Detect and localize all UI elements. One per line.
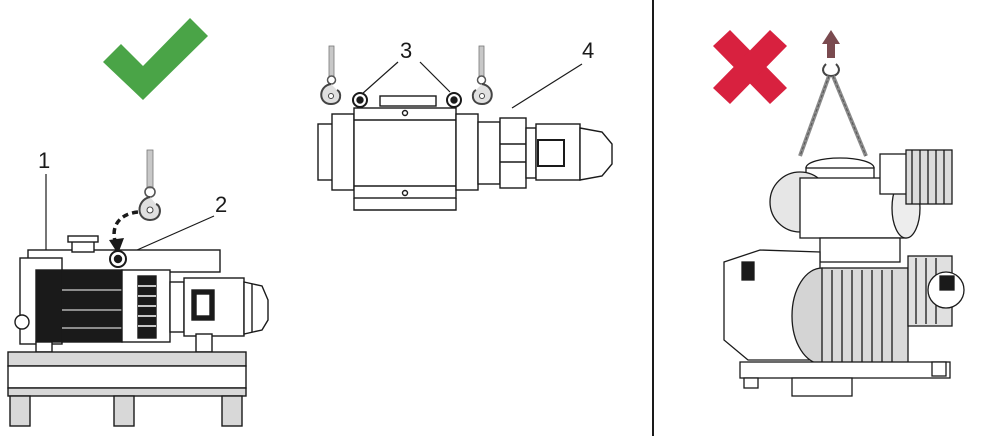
callout-4-leader — [511, 63, 583, 109]
panel-correct-lifting: 1 2 — [7, 18, 269, 427]
booster-illustration — [317, 92, 613, 211]
callout-1-label: 1 — [38, 148, 50, 173]
crane-hook-icon — [471, 45, 493, 106]
crane-hook-icon — [138, 149, 161, 222]
callout-3-label: 3 — [400, 38, 412, 63]
base-pump-illustration — [723, 249, 965, 397]
panel-incorrect-lifting — [713, 30, 965, 397]
lifting-chains — [798, 63, 868, 157]
arrow-up-icon — [822, 30, 840, 58]
callout-2-leader — [127, 215, 215, 255]
booster-on-top-illustration — [769, 149, 953, 263]
cross-mark-icon — [713, 30, 787, 104]
pallet-illustration — [7, 351, 247, 427]
callout-4-label: 4 — [582, 38, 594, 63]
callout-3-leader-left — [361, 61, 399, 95]
crane-hook-icon — [320, 45, 342, 106]
panel-booster-lifting-points: 3 4 — [317, 38, 613, 211]
callout-3-leader-right — [419, 61, 451, 93]
check-mark-icon — [103, 18, 208, 100]
base-pump-illustration — [14, 235, 269, 353]
callout-2-label: 2 — [215, 192, 227, 217]
